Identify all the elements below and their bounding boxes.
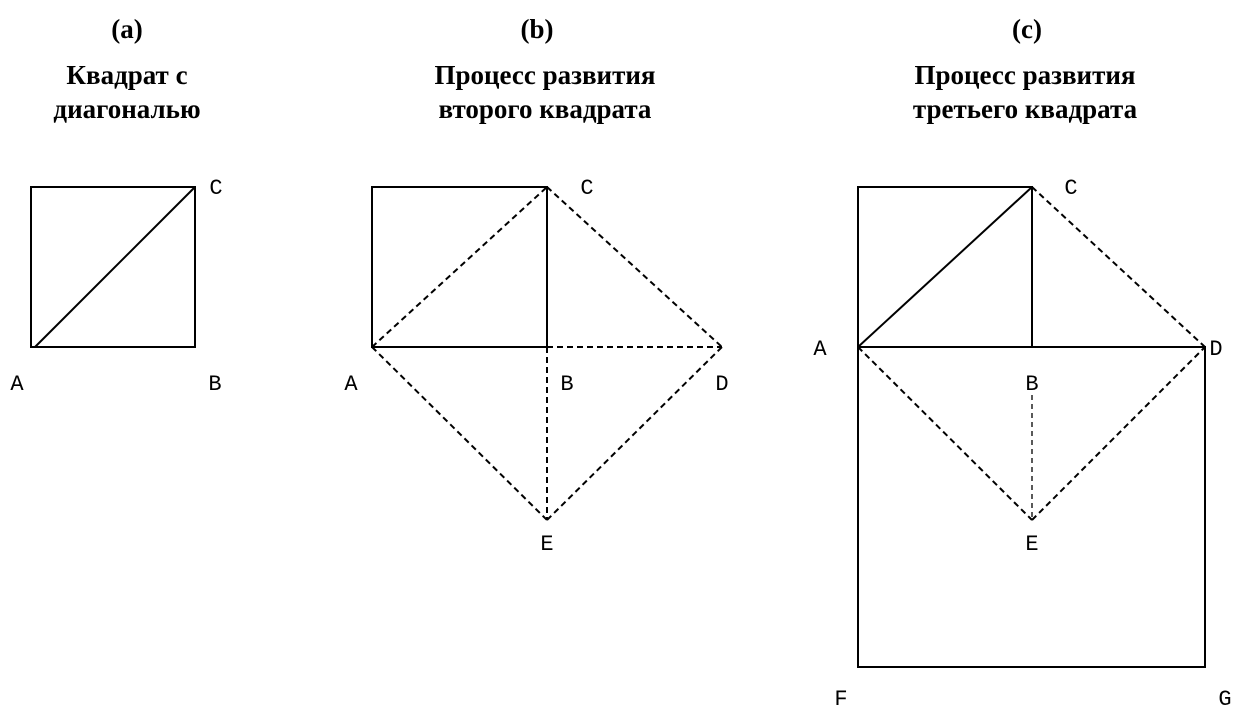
large-square — [857, 346, 1206, 668]
point-label-b: B — [208, 372, 221, 397]
diagonal-ac — [34, 186, 196, 348]
point-label-g: G — [1218, 687, 1231, 712]
line-ae — [857, 346, 1033, 521]
point-label-f: F — [834, 687, 847, 712]
point-label-e: E — [540, 532, 553, 557]
point-label-d: D — [715, 372, 728, 397]
line-cd — [1031, 186, 1206, 348]
point-label-c: C — [580, 176, 593, 201]
panel-c-title-line1: Процесс развития — [914, 60, 1135, 90]
point-label-a: A — [344, 372, 358, 397]
panel-c-title-line2: третьего квадрата — [913, 94, 1138, 124]
panel-c: (c) Процесс развития третьего квадрата A… — [813, 14, 1231, 712]
panel-a: (a) Квадрат с диагональю A B C — [10, 14, 222, 397]
panel-a-title-line1: Квадрат с — [66, 60, 187, 90]
point-label-d: D — [1209, 337, 1222, 362]
point-label-b: B — [1025, 372, 1038, 397]
square — [30, 186, 196, 348]
panel-a-tag: (a) — [111, 14, 142, 44]
point-label-a: A — [813, 337, 827, 362]
diagonal-ac — [857, 186, 1033, 348]
point-label-a: A — [10, 372, 24, 397]
panel-b-title-line2: второго квадрата — [439, 94, 652, 124]
panel-b-tag: (b) — [521, 14, 554, 44]
point-label-c: C — [1064, 176, 1077, 201]
point-label-b: B — [560, 372, 573, 397]
point-label-c: C — [209, 176, 222, 201]
point-label-e: E — [1025, 532, 1038, 557]
line-cd — [546, 186, 723, 348]
line-ed — [546, 346, 723, 521]
square — [371, 186, 548, 348]
panel-b: (b) Процесс развития второго квадрата A … — [344, 14, 728, 557]
panel-a-title-line2: диагональю — [53, 94, 200, 124]
panel-c-tag: (c) — [1012, 14, 1042, 44]
line-ed — [1031, 346, 1206, 521]
panel-b-title-line1: Процесс развития — [434, 60, 655, 90]
small-square — [857, 186, 1033, 347]
diagonal-ac — [371, 186, 548, 348]
line-ae — [371, 346, 548, 521]
